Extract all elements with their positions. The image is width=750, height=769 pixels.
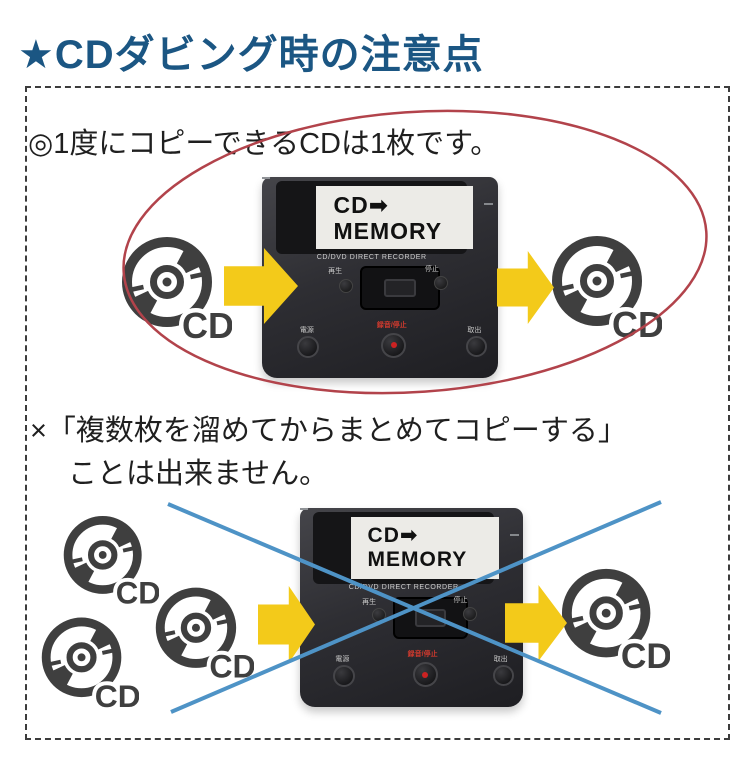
- cd-disc-glyph: CD: [122, 237, 232, 344]
- record-button-label: 録音/停止: [407, 651, 438, 659]
- power-button-label: 電源: [335, 656, 350, 664]
- device-screen: CD➡ MEMORY: [351, 517, 500, 580]
- record-button: [412, 662, 438, 688]
- cd-icon-label: CD: [116, 575, 159, 609]
- record-button-label: 録音/停止: [376, 321, 407, 329]
- screen-text-destination: MEMORY: [333, 217, 443, 244]
- recorder-photo-2: CD➡ MEMORY CD/DVD DIRECT RECORDER 再生 停止 …: [300, 508, 523, 707]
- stop-button-label: 停止: [424, 266, 439, 274]
- screen-text-source: CD➡: [367, 524, 419, 548]
- power-button-label: 電源: [299, 326, 314, 334]
- cd-icon: CD: [120, 234, 232, 344]
- device-model-caption: CD/DVD DIRECT RECORDER: [316, 253, 427, 261]
- cd-icon: CD: [154, 585, 254, 683]
- device-screen-bezel: CD➡ MEMORY: [276, 180, 474, 254]
- screen-text-destination: MEMORY: [367, 548, 468, 572]
- cd-disc-glyph: CD: [552, 236, 662, 343]
- cd-icon-label: CD: [209, 649, 254, 683]
- cd-icon-label: CD: [182, 305, 232, 344]
- recorder-photo-1: CD➡ MEMORY CD/DVD DIRECT RECORDER 再生 停止 …: [262, 177, 498, 378]
- stop-button-label: 停止: [453, 596, 468, 604]
- cd-recorder-device: CD➡ MEMORY CD/DVD DIRECT RECORDER 再生 停止 …: [262, 177, 498, 378]
- cd-disc-glyph: CD: [63, 515, 159, 609]
- power-button: [333, 665, 356, 688]
- cd-icon: CD: [560, 566, 670, 674]
- eject-button: [492, 665, 514, 687]
- cd-icon-label: CD: [95, 678, 139, 712]
- cd-icon: CD: [40, 615, 139, 712]
- play-button: [338, 278, 353, 293]
- stop-button: [462, 606, 477, 621]
- batch-copy-heading-line1: ×「複数枚を溜めてからまとめてコピーする」: [30, 415, 627, 447]
- play-button: [372, 608, 387, 623]
- single-copy-heading: ◎1度にコピーできるCDは1枚です。: [28, 128, 500, 160]
- cd-icon-label: CD: [612, 304, 662, 343]
- cd-recorder-device: CD➡ MEMORY CD/DVD DIRECT RECORDER 再生 停止 …: [300, 508, 523, 707]
- cd-icon: CD: [62, 513, 159, 609]
- device-model-caption: CD/DVD DIRECT RECORDER: [348, 584, 459, 592]
- record-button: [381, 332, 407, 358]
- eject-button: [466, 335, 488, 357]
- cd-icon-label: CD: [621, 637, 670, 674]
- play-button-label: 再生: [328, 268, 343, 276]
- eject-button-label: 取出: [467, 326, 482, 334]
- batch-copy-heading-line2: ことは出来ません。: [68, 458, 329, 490]
- play-button-label: 再生: [362, 598, 377, 606]
- device-dc-port: [509, 533, 519, 536]
- power-button: [297, 335, 320, 358]
- cd-disc-glyph: CD: [41, 617, 139, 712]
- cd-disc-glyph: CD: [155, 587, 254, 683]
- device-screen-bezel: CD➡ MEMORY: [313, 511, 500, 585]
- cd-disc-glyph: CD: [561, 568, 670, 674]
- eject-button-label: 取出: [493, 656, 508, 664]
- device-dc-port: [484, 203, 494, 206]
- device-screen: CD➡ MEMORY: [316, 186, 474, 249]
- screen-text-source: CD➡: [333, 191, 389, 218]
- stop-button: [434, 276, 449, 291]
- cd-icon: CD: [550, 233, 662, 343]
- page-title: ★CDダビング時の注意点: [18, 33, 484, 77]
